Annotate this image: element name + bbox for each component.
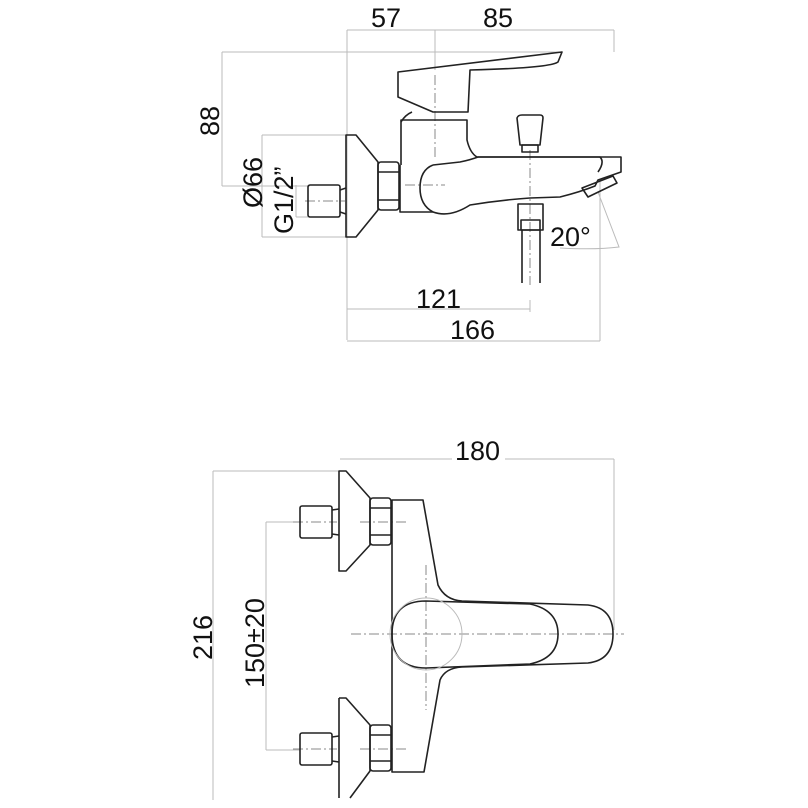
lever — [397, 51, 563, 113]
escutcheon-top — [338, 470, 371, 572]
centerlines — [305, 75, 531, 285]
dim-57: 57 — [371, 3, 401, 33]
diverter-knob — [516, 114, 544, 146]
aerator — [581, 175, 618, 198]
hex-nut-top — [369, 497, 392, 546]
escutcheon-bottom — [338, 697, 371, 799]
inlet-top — [299, 505, 333, 539]
handle — [391, 600, 559, 669]
faucet-front-outline — [299, 470, 614, 799]
dimension-lines — [221, 29, 620, 342]
dim-180: 180 — [455, 436, 500, 466]
faucet-side-outline — [307, 51, 622, 283]
dim-85: 85 — [483, 3, 513, 33]
dim-angle: 20° — [550, 222, 591, 252]
dim-166: 166 — [450, 315, 495, 345]
dim-thread: G1/2” — [269, 166, 299, 234]
dim-88: 88 — [195, 106, 225, 136]
front-view: 180 216 150±20 — [188, 436, 624, 800]
hex-nut — [377, 161, 400, 211]
body-front — [391, 499, 614, 773]
dim-121: 121 — [416, 284, 461, 314]
centerlines — [293, 521, 624, 750]
hose — [521, 230, 541, 283]
inlet-connector — [307, 184, 341, 218]
dimension-lines — [212, 458, 615, 800]
side-view: 57 85 88 Ø66 G1/2” 20° 121 166 — [195, 3, 622, 345]
hex-nut-bottom — [369, 724, 392, 772]
dim-escutcheon-diameter: Ø66 — [238, 157, 268, 208]
dim-216: 216 — [188, 615, 218, 660]
inlet-bottom — [299, 732, 333, 766]
escutcheon — [345, 134, 379, 238]
dim-150-20: 150±20 — [240, 598, 270, 688]
body — [399, 119, 622, 215]
